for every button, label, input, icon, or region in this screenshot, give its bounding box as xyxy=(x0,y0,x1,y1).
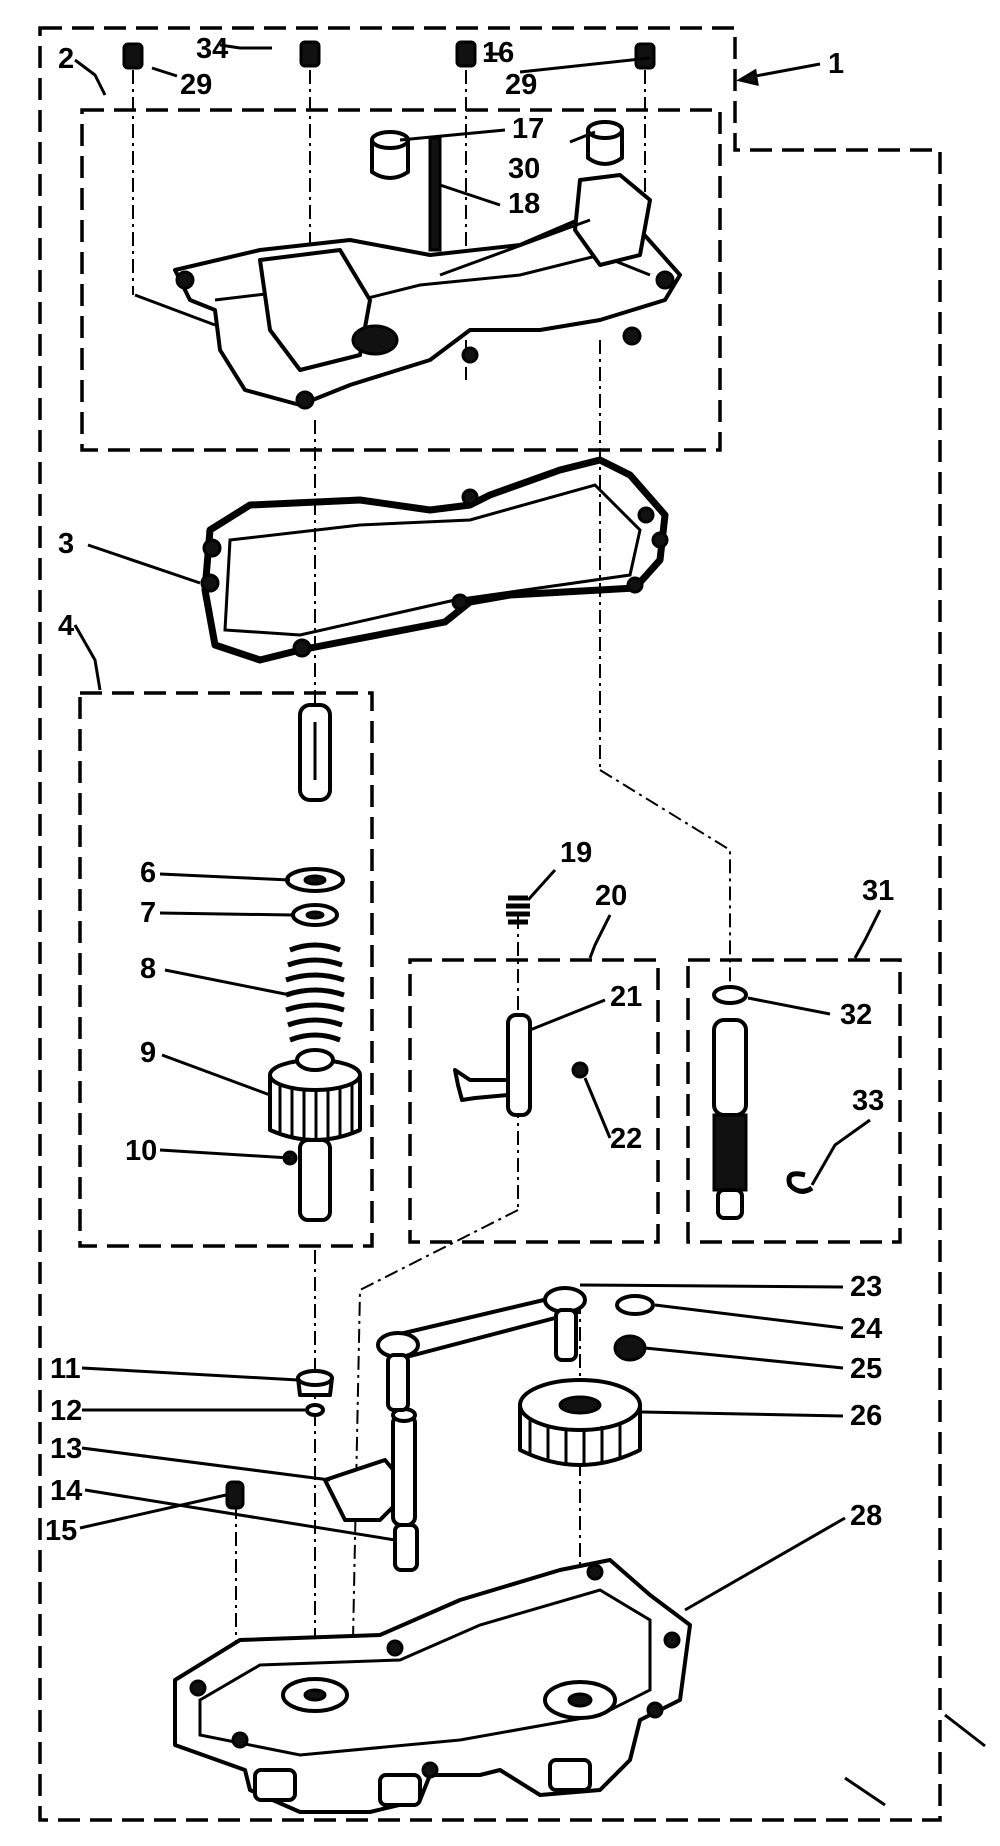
screw-15 xyxy=(225,1480,245,1510)
drive-gear-26 xyxy=(518,1378,642,1467)
cap-30 xyxy=(586,120,624,166)
callout-1: 1 xyxy=(828,48,844,80)
shaft-group-box xyxy=(78,691,374,1248)
shaft-10 xyxy=(282,1138,332,1222)
washer-25 xyxy=(613,1334,647,1362)
callout-6: 6 xyxy=(140,857,156,889)
screw-16 xyxy=(455,40,477,68)
callout-26: 26 xyxy=(850,1400,882,1432)
callout-9: 9 xyxy=(140,1037,156,1069)
callout-16: 16 xyxy=(482,37,514,69)
callout-29-right: 29 xyxy=(505,69,537,101)
callout-8: 8 xyxy=(140,953,156,985)
washer-7 xyxy=(291,903,339,927)
gasket xyxy=(200,456,669,664)
callout-15: 15 xyxy=(45,1515,77,1547)
axis-damper-diagonal xyxy=(599,769,731,990)
washer-24 xyxy=(615,1294,655,1316)
callout-30: 30 xyxy=(508,153,540,185)
bracket-13 xyxy=(323,1407,417,1527)
cover-group-box xyxy=(80,108,722,452)
callout-24: 24 xyxy=(850,1313,882,1345)
shift-fork-21 xyxy=(453,1013,532,1117)
callout-13: 13 xyxy=(50,1433,82,1465)
spring-8 xyxy=(285,942,345,1043)
spring-19 xyxy=(506,895,530,925)
callout-23: 23 xyxy=(850,1271,882,1303)
callout-18: 18 xyxy=(508,188,540,220)
axis-fork-to-base xyxy=(349,1209,519,1791)
callout-28: 28 xyxy=(850,1500,882,1532)
callout-34: 34 xyxy=(196,33,228,65)
callout-3: 3 xyxy=(58,528,74,560)
callout-21: 21 xyxy=(610,981,642,1013)
shift-fork-group-box xyxy=(408,958,660,1244)
callout-25: 25 xyxy=(850,1353,882,1385)
damper-group-box xyxy=(686,958,902,1244)
screw-29-left xyxy=(122,42,144,70)
callout-32: 32 xyxy=(840,999,872,1031)
callout-20: 20 xyxy=(595,880,627,912)
callout-4: 4 xyxy=(58,610,74,642)
screw-34 xyxy=(299,40,321,68)
leader-lines xyxy=(73,43,986,1807)
callout-11: 11 xyxy=(50,1353,81,1385)
pin-18 xyxy=(428,136,442,252)
callout-29-left: 29 xyxy=(180,69,212,101)
damper-shaft xyxy=(712,1018,748,1220)
callout-10: 10 xyxy=(125,1135,157,1167)
washer-12 xyxy=(305,1403,325,1417)
callout-19: 19 xyxy=(560,837,592,869)
washer-6 xyxy=(285,867,345,893)
plug-17 xyxy=(370,130,410,180)
pin-14 xyxy=(393,1523,419,1572)
washer-32 xyxy=(712,985,748,1005)
callout-33: 33 xyxy=(852,1085,884,1117)
washer-11 xyxy=(296,1369,334,1397)
outer-assembly-boundary xyxy=(38,26,942,1822)
callout-22: 22 xyxy=(610,1123,642,1155)
callout-12: 12 xyxy=(50,1395,82,1427)
callout-17: 17 xyxy=(512,113,544,145)
gear-case-cover xyxy=(173,173,682,410)
pinion-gear-9 xyxy=(268,1048,362,1142)
callout-31: 31 xyxy=(862,875,894,907)
screw-29-right xyxy=(634,42,656,70)
callout-7: 7 xyxy=(140,897,156,929)
shaft-upper xyxy=(298,703,332,802)
clip-33 xyxy=(786,1171,814,1194)
connecting-link-23 xyxy=(376,1286,587,1412)
clip-22 xyxy=(571,1061,589,1079)
callout-2: 2 xyxy=(58,43,74,75)
gear-case-base xyxy=(173,1558,692,1814)
callout-14: 14 xyxy=(50,1475,82,1507)
